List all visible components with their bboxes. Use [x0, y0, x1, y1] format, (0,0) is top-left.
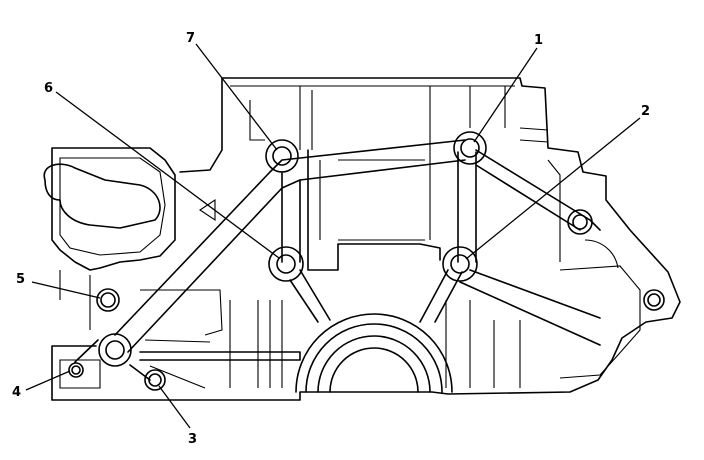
bolt-hole-7: [265, 139, 299, 173]
bolt-hole-4: [68, 362, 84, 378]
bolt-hole-1: [453, 131, 487, 165]
callout-label-6: 6: [44, 81, 53, 96]
bolt-holes: [68, 131, 665, 391]
callout-label-7: 7: [186, 31, 195, 46]
callout-labels: 1 2 3 4 5 6 7: [12, 31, 650, 447]
leader-6: [55, 91, 280, 259]
callout-label-4: 4: [12, 385, 21, 400]
leader-5: [31, 281, 101, 299]
callout-label-5: 5: [16, 272, 25, 287]
bolt-hole-5: [96, 288, 120, 312]
leader-7: [195, 43, 278, 151]
crank-bore: [295, 313, 453, 393]
leader-2: [465, 117, 641, 260]
callout-label-2: 2: [641, 104, 650, 119]
leader-3: [158, 385, 191, 429]
bolt-hole-right: [567, 209, 593, 235]
leader-1: [473, 47, 538, 143]
leader-lines: [25, 43, 641, 429]
bolt-hole-3: [144, 369, 166, 391]
callout-label-1: 1: [534, 33, 543, 48]
leader-4: [25, 370, 71, 391]
callout-label-3: 3: [188, 432, 197, 447]
bolt-hole-far-right: [643, 289, 665, 311]
block-outline: [43, 77, 681, 401]
bolt-hole-6: [268, 246, 304, 282]
bolt-hole-2: [442, 246, 478, 282]
bolt-hole-main-left: [98, 333, 132, 367]
